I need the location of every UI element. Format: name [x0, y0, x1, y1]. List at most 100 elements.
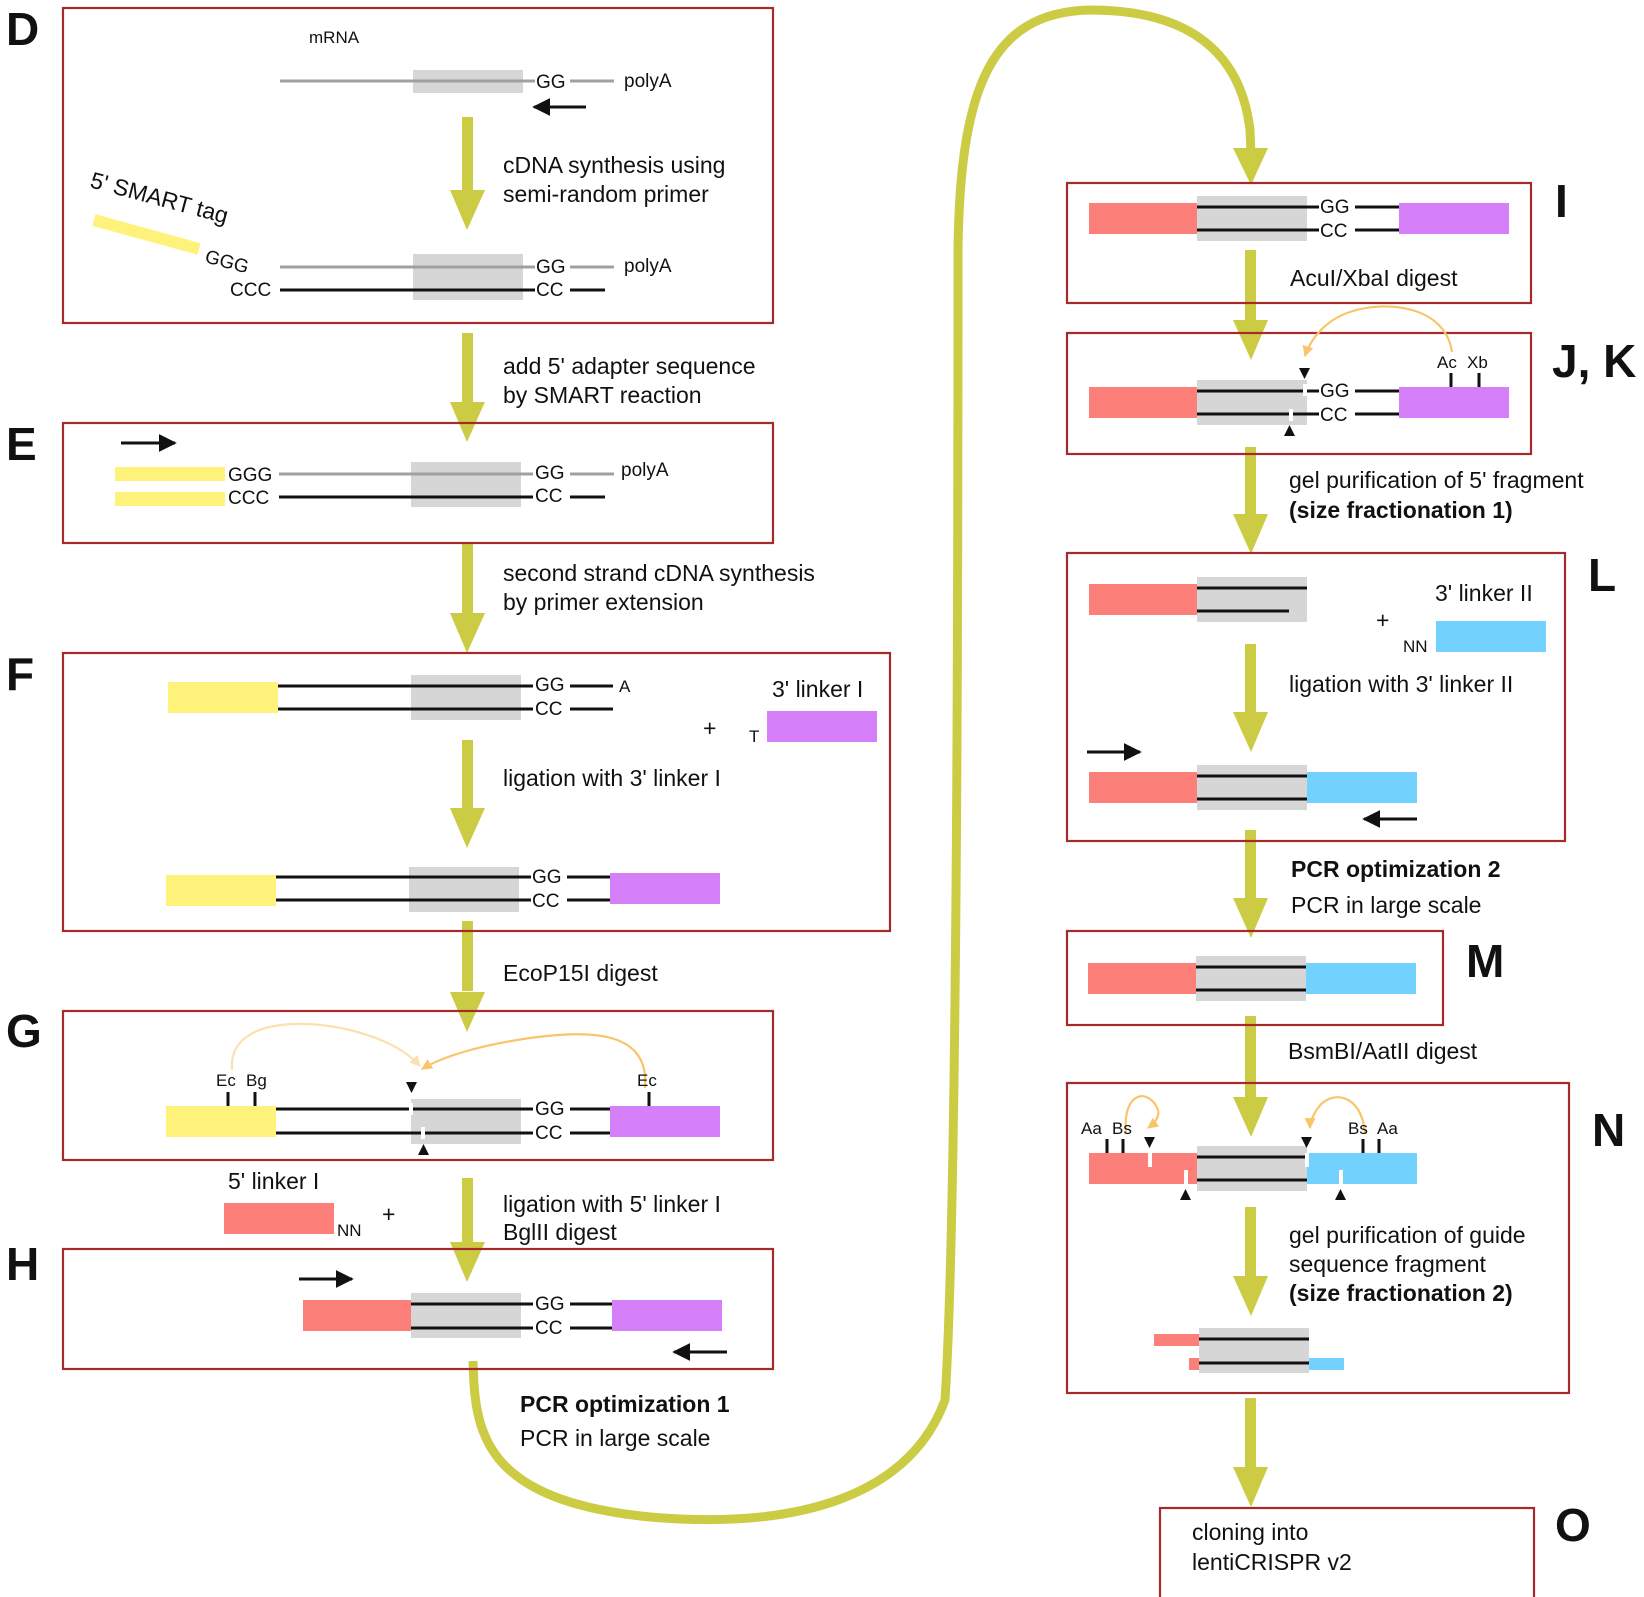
panel-box-g — [61, 1009, 775, 1162]
target-region — [1199, 1328, 1309, 1373]
linker3-i-bar — [610, 873, 720, 904]
flow-arrows — [450, 5, 1268, 1525]
panel-box-i — [1065, 181, 1533, 305]
nn-overhang-label: NN — [337, 1221, 362, 1240]
panel-o: O cloning into lentiCRISPR v2 — [1158, 1499, 1591, 1597]
cut-site-top-triangle — [1299, 368, 1310, 379]
panel-letter-o: O — [1555, 1499, 1591, 1551]
linker5-i-bar — [1089, 387, 1199, 418]
plus-sign: + — [1376, 607, 1389, 633]
flow-arrow-h-i-curve — [468, 5, 1256, 1525]
step-gel1-line1: gel purification of 5' fragment — [1289, 467, 1584, 493]
polya-label: polyA — [624, 71, 672, 92]
flow-arrow-d-internal — [450, 117, 485, 230]
step-pcr1-bold: PCR optimization 1 — [520, 1391, 730, 1417]
panel-i: I GG CC AcuI/XbaI digest — [1065, 175, 1568, 305]
gg-label: GG — [1320, 381, 1350, 402]
cut-site-bottom-triangle — [418, 1144, 429, 1155]
target-region — [411, 1099, 521, 1144]
step-clone-line2: lentiCRISPR v2 — [1192, 1549, 1352, 1575]
linker3-ii-bar — [1307, 772, 1417, 803]
polya-label: polyA — [621, 460, 669, 481]
cut-site-bottom-triangle — [1284, 425, 1295, 436]
step-pcr2: PCR in large scale — [1291, 892, 1481, 918]
step-clone-line1: cloning into — [1192, 1519, 1308, 1545]
guide-fragment-overhang — [1154, 1334, 1199, 1346]
linker5-i-bar — [1089, 203, 1199, 234]
ggg-label: GGG — [228, 465, 272, 486]
flow-arrow-n-internal — [1233, 1207, 1268, 1316]
ggg-label: GGG — [203, 247, 251, 279]
step-pcr2-bold: PCR optimization 2 — [1291, 856, 1501, 882]
cc-label: CC — [535, 486, 562, 507]
cc-label: CC — [535, 1318, 562, 1339]
plus-sign: + — [703, 715, 716, 741]
linker5-i-bar — [1089, 772, 1199, 803]
target-region — [413, 254, 523, 300]
gg-label: GG — [535, 463, 565, 484]
step-gel1-line2: (size fractionation 1) — [1289, 497, 1513, 523]
linker3-i-bar — [1399, 387, 1509, 418]
smart-adapter-bottom — [115, 492, 225, 506]
cut-arrow-bs-right — [1304, 1096, 1367, 1135]
panel-n: N Aa Bs Bs Aa gel purification of guide … — [1065, 1081, 1625, 1395]
panel-d: D mRNA GG polyA cDNA synthesis using sem… — [6, 3, 775, 325]
step-lig5-line1: ligation with 5' linker I — [503, 1191, 721, 1217]
target-region — [1197, 1146, 1307, 1191]
linker3-ii-bar — [1307, 1153, 1417, 1184]
ec-site-label: Ec — [637, 1071, 657, 1090]
aa-site-label: Aa — [1377, 1119, 1398, 1138]
step-bsmbi: BsmBI/AatII digest — [1288, 1038, 1478, 1064]
step-adapter-line1: add 5' adapter sequence — [503, 353, 755, 379]
panel-l: L 3' linker II + NN ligation with 3' lin… — [1065, 549, 1616, 843]
plus-sign: + — [382, 1201, 395, 1227]
panel-letter-n: N — [1592, 1104, 1625, 1156]
panel-letter-l: L — [1588, 549, 1616, 601]
panel-f: F GG CC A 3' linker I + T ligation with … — [6, 648, 892, 933]
panel-box-n — [1065, 1081, 1571, 1395]
flow-arrow-h-i-head — [1233, 148, 1268, 185]
ccc-label: CCC — [230, 280, 271, 301]
cut-arrow-ec-left — [230, 1022, 421, 1071]
bs-site-label: Bs — [1348, 1119, 1368, 1138]
gg-label: GG — [535, 1294, 565, 1315]
linker5-i-bar — [1089, 584, 1199, 615]
linker5-i-bar — [1089, 1153, 1199, 1184]
panel-e: E GGG CCC GG CC polyA — [6, 418, 775, 545]
step-adapter-line2: by SMART reaction — [503, 382, 702, 408]
target-region — [411, 1293, 521, 1338]
linker5-i-bar — [224, 1203, 334, 1234]
panel-letter-e: E — [6, 418, 37, 470]
gg-label: GG — [536, 257, 566, 278]
step-gel2-line3: (size fractionation 2) — [1289, 1280, 1513, 1306]
linker3-i-bar — [612, 1300, 722, 1331]
linker3-i-bar — [767, 711, 877, 742]
gg-label: GG — [532, 867, 562, 888]
smart-adapter-top — [115, 467, 225, 481]
flow-arrow-l-m — [1233, 830, 1268, 938]
panel-letter-f: F — [6, 648, 34, 700]
step-pcr1: PCR in large scale — [520, 1425, 710, 1451]
panel-box-e — [61, 421, 775, 545]
cc-label: CC — [536, 280, 563, 301]
flow-arrow-n-o — [1233, 1398, 1268, 1507]
panel-jk: J, K Ac Xb GG CC — [1065, 305, 1636, 456]
smart-adapter — [168, 682, 278, 713]
linker5-i-label: 5' linker I — [228, 1168, 319, 1194]
cut-site-bottom-triangle — [1180, 1189, 1191, 1200]
step-gel2-line1: gel purification of guide — [1289, 1222, 1526, 1248]
bs-site-label: Bs — [1112, 1119, 1132, 1138]
linker3-ii-label: 3' linker II — [1435, 580, 1533, 606]
panel-box-o — [1158, 1506, 1536, 1597]
panel-g: G Ec Bg Ec GG CC — [6, 1005, 775, 1162]
panel-box-m — [1065, 929, 1445, 1027]
flow-arrow-d-e — [450, 333, 485, 442]
linker3-ii-bar — [1306, 963, 1416, 994]
a-overhang-label: A — [619, 677, 631, 696]
step-lig3ii: ligation with 3' linker II — [1289, 671, 1513, 697]
flow-arrow-l-internal — [1233, 644, 1268, 752]
panel-box-f — [61, 651, 892, 933]
panel-letter-jk: J, K — [1552, 335, 1636, 387]
xb-site-label: Xb — [1467, 353, 1488, 372]
flow-arrow-m-n — [1233, 1016, 1268, 1137]
